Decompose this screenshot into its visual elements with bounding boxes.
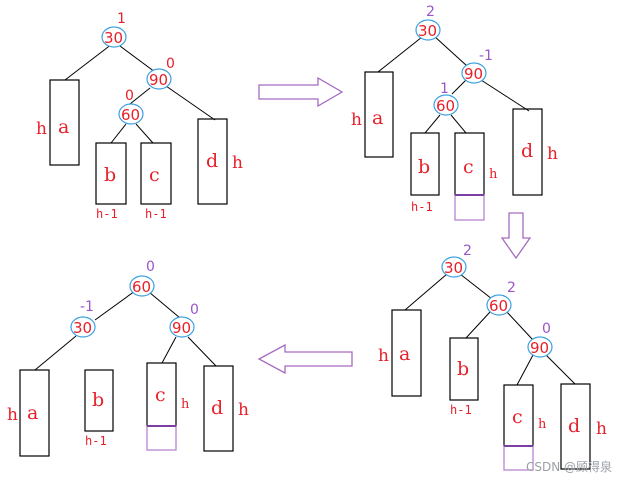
label-a: a <box>372 107 383 129</box>
node-90-circle <box>527 336 553 358</box>
node-90-value: 90 <box>172 319 191 337</box>
bf-60: 0 <box>125 88 134 104</box>
node-90-circle <box>169 316 195 338</box>
height-d: h <box>232 153 243 173</box>
bf-60: 2 <box>507 280 516 296</box>
panel-top-left: 30 90 60 1 0 0 a b c d h h h-1 h-1 <box>36 11 243 221</box>
node-60-value: 60 <box>436 97 455 115</box>
added-node-box <box>146 425 177 451</box>
node-90-circle <box>146 68 172 90</box>
label-d: d <box>521 140 533 162</box>
node-60-value: 60 <box>132 278 151 296</box>
label-c: c <box>155 384 166 406</box>
height-c: h <box>538 417 547 432</box>
subtree-b-box <box>410 132 440 196</box>
label-d: d <box>206 150 218 172</box>
height-c: h-1 <box>145 207 167 221</box>
node-60-circle <box>433 94 459 116</box>
label-c: c <box>463 156 474 178</box>
bf-90: 0 <box>166 56 175 72</box>
height-a: h <box>36 119 47 139</box>
label-b: b <box>418 156 430 178</box>
panel-bottom-right: 30 60 90 2 2 0 a b c d h h h h-1 <box>378 243 607 471</box>
subtree-b-box <box>449 337 479 401</box>
node-30-circle <box>101 26 127 48</box>
node-60-value: 60 <box>121 106 140 124</box>
subtree-a-box <box>391 309 422 397</box>
height-d: h <box>238 400 249 420</box>
node-90-value: 90 <box>149 71 168 89</box>
bf-30: -1 <box>80 299 94 315</box>
node-30-circle <box>70 316 96 338</box>
label-d: d <box>568 415 580 437</box>
height-a: h <box>7 405 18 425</box>
height-c: h <box>489 167 498 182</box>
bf-90: 0 <box>190 302 199 318</box>
subtree-c-box <box>140 142 172 205</box>
height-d: h <box>547 144 558 164</box>
height-b: h-1 <box>450 403 472 417</box>
node-30-circle <box>415 19 441 41</box>
node-60-circle <box>486 294 512 316</box>
added-node-box <box>454 194 485 221</box>
subtree-b-box <box>95 142 127 205</box>
panel-bottom-left: 60 30 90 0 -1 0 a b c d h h h h-1 <box>7 259 249 457</box>
node-30-value: 30 <box>444 259 463 277</box>
node-60-value: 60 <box>489 297 508 315</box>
label-b: b <box>457 358 469 380</box>
node-30-value: 30 <box>73 319 92 337</box>
arrow-down <box>500 212 532 260</box>
height-a: h <box>378 346 389 366</box>
subtree-d-box <box>560 383 591 470</box>
watermark: CSDN @顾得泉 <box>526 459 612 474</box>
node-30-circle <box>441 256 467 278</box>
height-b: h-1 <box>85 434 107 448</box>
node-60-circle <box>118 103 144 125</box>
label-c: c <box>512 406 523 428</box>
bf-60: 1 <box>440 81 449 97</box>
node-90-value: 90 <box>464 65 483 83</box>
label-a: a <box>399 343 410 365</box>
node-90-value: 90 <box>530 339 549 357</box>
height-b: h-1 <box>411 200 433 214</box>
arrow-right <box>258 76 344 108</box>
height-b: h-1 <box>96 207 118 221</box>
subtree-a-box <box>364 71 394 158</box>
subtree-a-box <box>19 369 50 457</box>
subtree-d-box <box>203 365 234 452</box>
subtree-a-box <box>49 79 80 166</box>
height-d: h <box>596 419 607 439</box>
subtree-d-box <box>197 118 228 205</box>
node-30-value: 30 <box>104 29 123 47</box>
height-a: h <box>351 110 362 130</box>
label-d: d <box>211 397 223 419</box>
label-c: c <box>149 164 160 186</box>
bf-30: 1 <box>117 11 126 27</box>
subtree-d-box <box>512 108 543 196</box>
node-30-value: 30 <box>418 22 437 40</box>
node-60-circle <box>129 275 155 297</box>
label-a: a <box>27 402 38 424</box>
bf-90: -1 <box>479 48 493 64</box>
label-b: b <box>104 164 116 186</box>
bf-60: 0 <box>146 259 155 275</box>
bf-90: 0 <box>542 321 551 337</box>
subtree-b-box <box>84 369 114 432</box>
label-a: a <box>58 116 69 138</box>
panel-top-right: 30 90 60 2 -1 1 a b c d h h h h-1 <box>351 4 558 221</box>
bf-30: 2 <box>426 4 435 20</box>
bf-30: 2 <box>463 243 472 259</box>
height-c: h <box>181 397 190 412</box>
label-b: b <box>92 389 104 411</box>
node-90-circle <box>461 62 487 84</box>
arrow-left <box>257 343 353 375</box>
